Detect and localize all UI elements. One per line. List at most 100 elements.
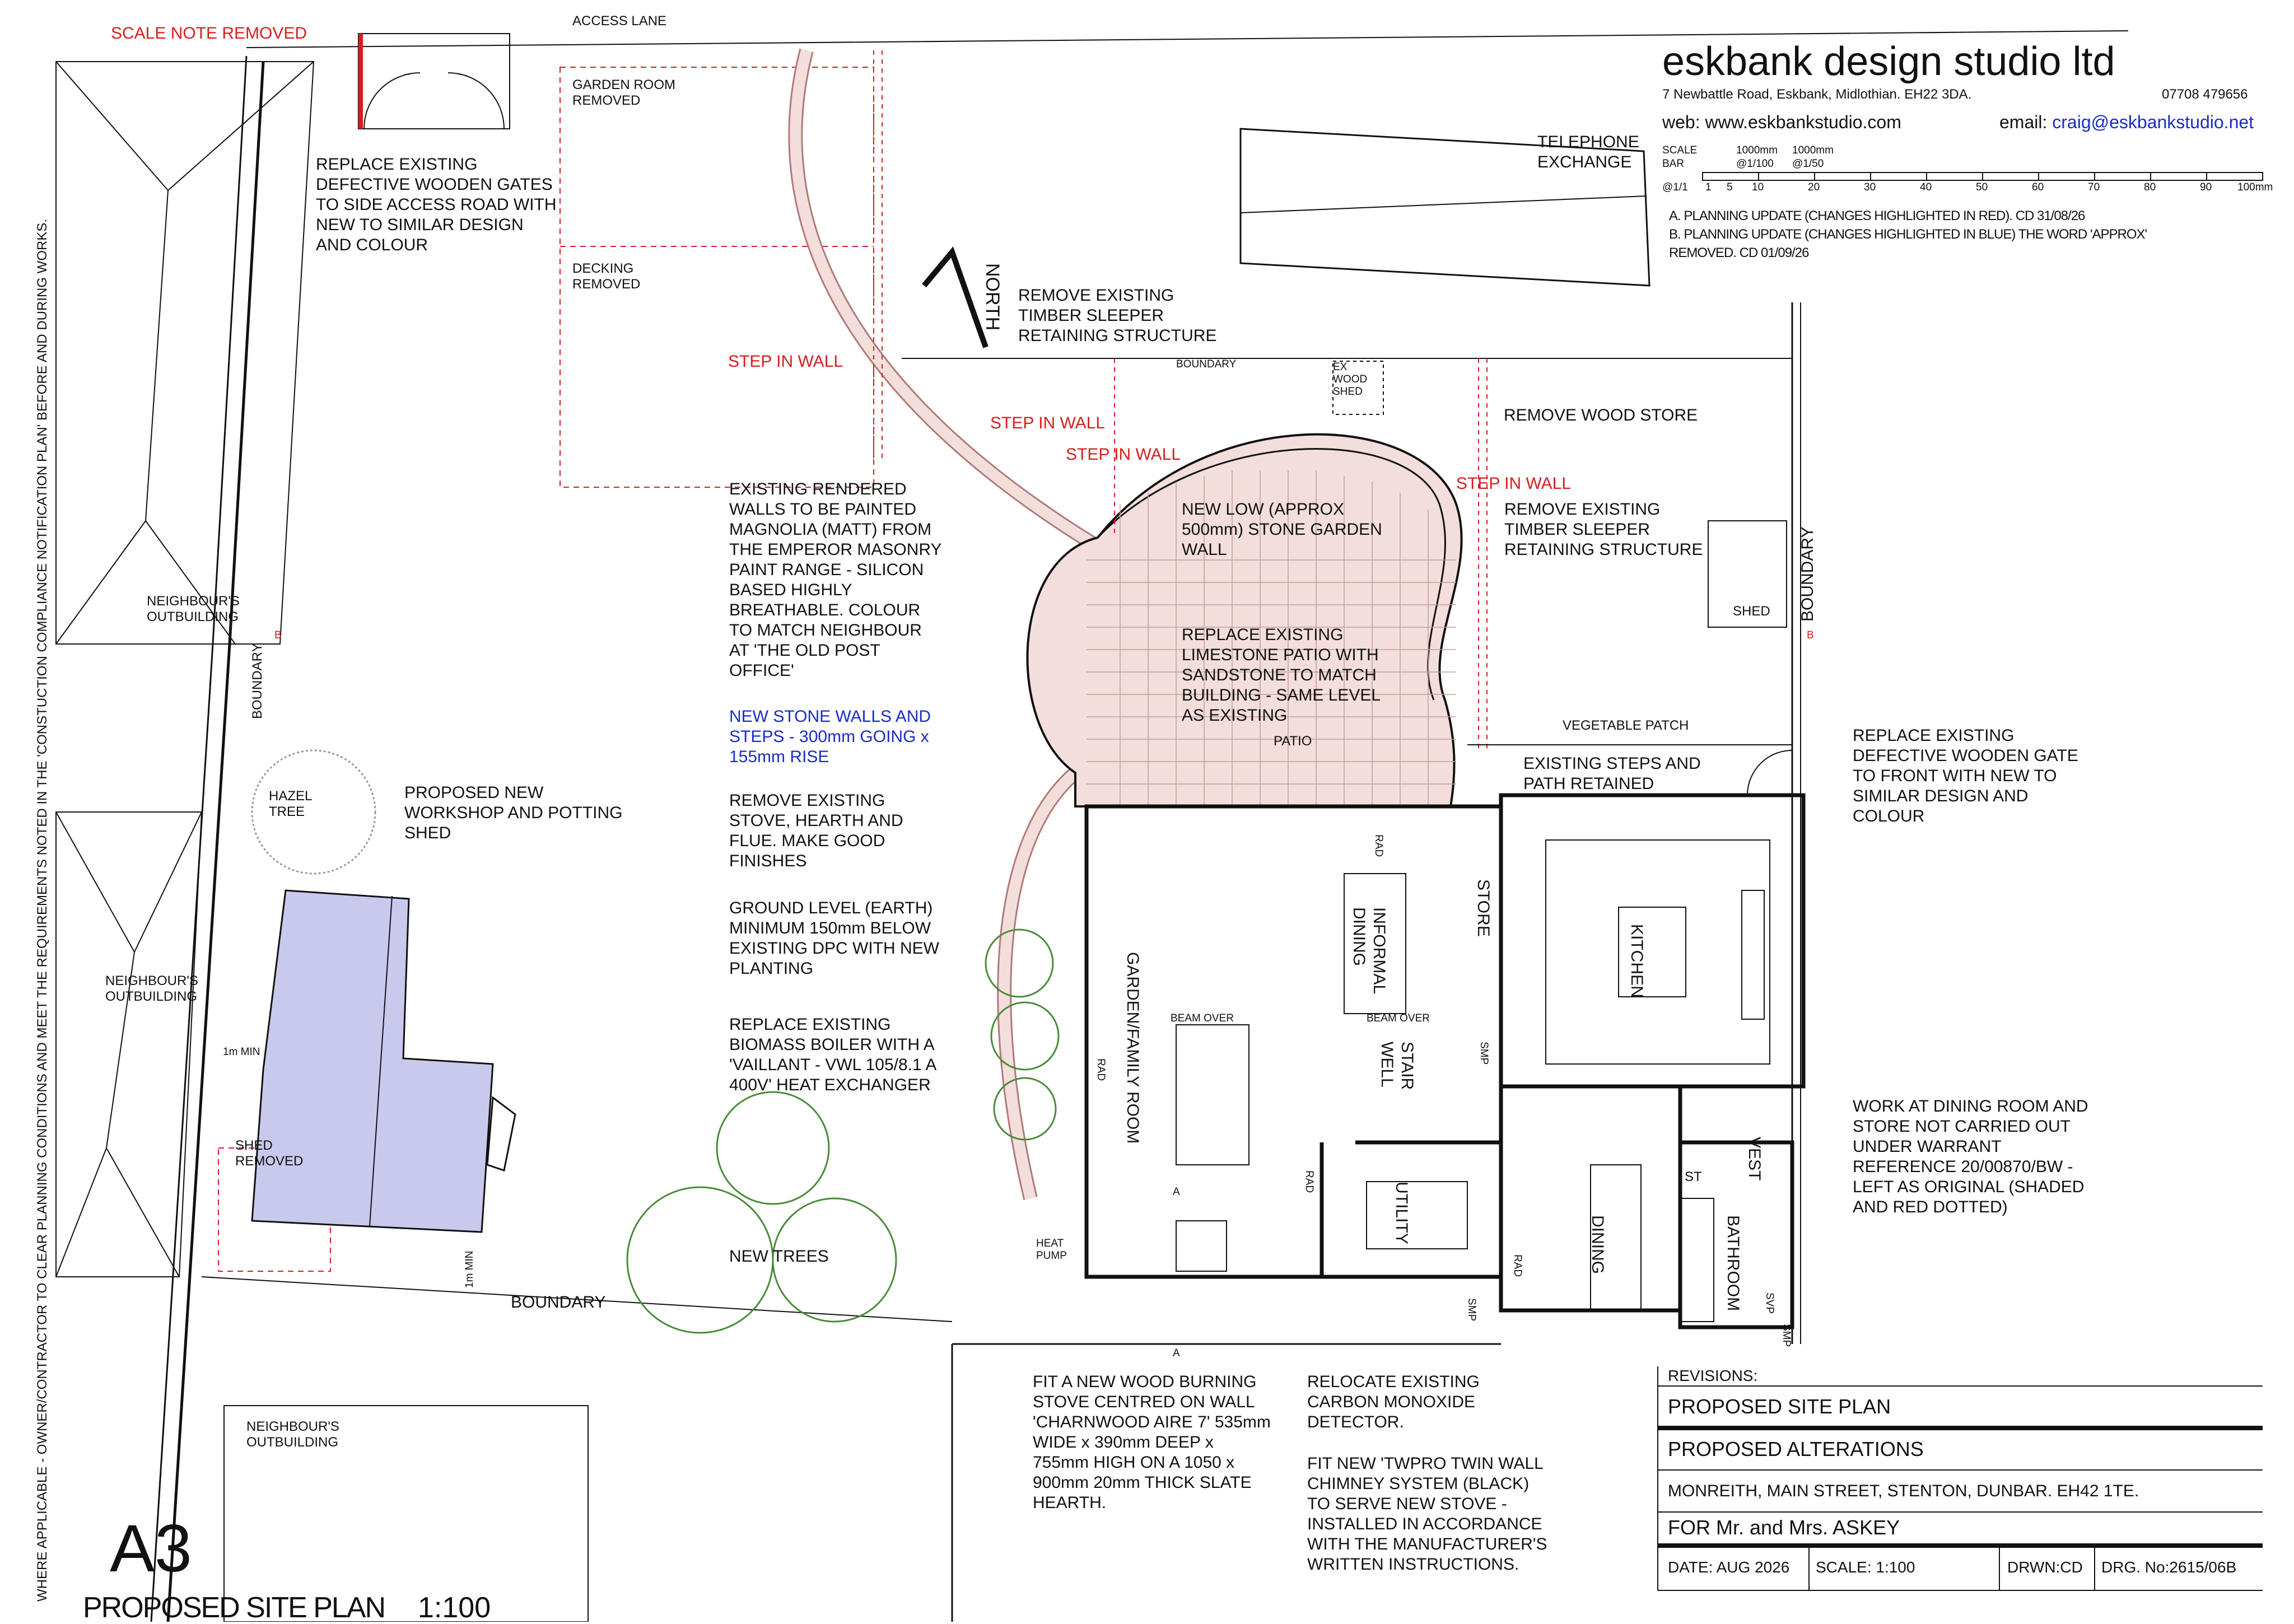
proposed-shed — [251, 889, 516, 1233]
title-block-drawing-title: PROPOSED SITE PLAN — [1668, 1395, 1891, 1418]
sheet-title: PROPOSED SITE PLAN — [83, 1592, 386, 1624]
scale-at-100: @1/100 — [1736, 158, 1774, 170]
step-in-wall-label: STEP IN WALL — [1456, 474, 1572, 493]
sheet-scale: 1:100 — [418, 1592, 491, 1624]
title-block-lines — [1657, 1366, 2263, 1591]
scale-bar — [1702, 172, 2263, 181]
beam-over-label: BEAM OVER — [1367, 1012, 1430, 1024]
note-remove-sleeper-right: REMOVE EXISTING TIMBER SLEEPER RETAINING… — [1504, 500, 1703, 559]
title-block-project: PROPOSED ALTERATIONS — [1668, 1438, 1924, 1460]
note-replace-patio: REPLACE EXISTING LIMESTONE PATIO WITH SA… — [1182, 626, 1381, 725]
boundary-right-label: BOUNDARY — [1798, 526, 1817, 622]
room-kitchen: KITCHEN — [1628, 924, 1646, 998]
scale-at-50: @1/50 — [1792, 158, 1824, 170]
step-in-wall-label: STEP IN WALL — [728, 352, 843, 371]
bar-label: BAR — [1662, 158, 1685, 170]
note-proposed-shed: PROPOSED NEW WORKSHOP AND POTTING SHED — [404, 783, 623, 842]
hazel-tree-label: HAZEL TREE — [269, 788, 313, 819]
curved-garden-walls — [788, 48, 1124, 1200]
room-garden-family: GARDEN/FAMILY ROOM — [1123, 952, 1142, 1144]
section-marker-b: B — [274, 629, 282, 641]
decking-removed: DECKING REMOVED — [572, 261, 641, 292]
right-garden — [1332, 361, 1793, 796]
note-replace-gates: REPLACE EXISTING DEFECTIVE WOODEN GATES … — [316, 155, 557, 254]
note-ground-level: GROUND LEVEL (EARTH) MINIMUM 150mm BELOW… — [729, 899, 939, 978]
note-replace-front-gate: REPLACE EXISTING DEFECTIVE WOODEN GATE T… — [1853, 726, 2078, 825]
radiator-label: RAD — [1512, 1254, 1523, 1277]
note-remove-stove: REMOVE EXISTING STOVE, HEARTH AND FLUE. … — [729, 791, 903, 870]
step-in-wall-label: STEP IN WALL — [1066, 445, 1181, 464]
access-lane-label: ACCESS LANE — [572, 13, 667, 29]
smp-label: SMP — [1478, 1042, 1490, 1065]
heat-pump-label: HEAT PUMP — [1036, 1238, 1067, 1262]
room-store: STORE — [1474, 879, 1493, 937]
scale-tick: 5 — [1727, 181, 1733, 193]
step-markers — [873, 50, 1488, 750]
scale-tick: 90 — [2200, 181, 2212, 193]
svp-label: SVP — [1764, 1292, 1775, 1314]
title-block-drawn: DRWN:CD — [2007, 1558, 2083, 1576]
note-fit-stove: FIT A NEW WOOD BURNING STOVE CENTRED ON … — [1033, 1373, 1271, 1512]
new-trees-label: NEW TREES — [729, 1247, 829, 1266]
note-fit-chimney: FIT NEW 'TWPRO TWIN WALL CHIMNEY SYSTEM … — [1307, 1454, 1547, 1574]
scale-tick: 80 — [2144, 181, 2156, 193]
email-label: email: — [1999, 112, 2053, 132]
title-block-drawing-no: DRG. No:2615/06B — [2101, 1558, 2237, 1576]
neighbour-outbuilding-label: NEIGHBOUR'S OUTBUILDING — [246, 1419, 339, 1450]
radiator-label: RAD — [1373, 834, 1384, 857]
one-m-min-label: 1m MIN — [464, 1250, 475, 1289]
scale-tick: 60 — [2032, 181, 2044, 193]
smp-label: SMP — [1780, 1324, 1792, 1347]
vegetable-patch-label: VEGETABLE PATCH — [1563, 718, 1689, 733]
ex-wood-shed-label: EX WOOD SHED — [1333, 361, 1368, 398]
scale-tick: 40 — [1920, 181, 1932, 193]
house-outline — [1084, 793, 1806, 1329]
note-remove-wood-store: REMOVE WOOD STORE — [1504, 406, 1698, 424]
room-bathroom: BATHROOM — [1724, 1215, 1742, 1312]
neighbour-outbuilding-label: NEIGHBOUR'S OUTBUILDING — [105, 973, 198, 1004]
room-utility: UTILITY — [1392, 1182, 1411, 1244]
smp-label: SMP — [1466, 1298, 1477, 1322]
scale-label: SCALE — [1662, 144, 1698, 156]
note-work-dining: WORK AT DINING ROOM AND STORE NOT CARRIE… — [1853, 1097, 2088, 1216]
scale-at-1: @1/1 — [1662, 181, 1688, 193]
garden-room-removed: GARDEN ROOM REMOVED — [572, 77, 676, 108]
house-interior — [1176, 839, 1770, 1322]
company-phone: 07708 479656 — [2162, 87, 2248, 102]
section-marker-b: B — [1807, 629, 1814, 641]
north-arrow — [922, 246, 989, 348]
section-marker-a: A — [1173, 1186, 1180, 1198]
scale-tick: 70 — [2088, 181, 2100, 193]
title-block-scale: SCALE: 1:100 — [1816, 1558, 1915, 1576]
scale-tick: 30 — [1864, 181, 1876, 193]
note-new-stone-walls: NEW STONE WALLS AND STEPS - 300mm GOING … — [729, 707, 931, 766]
right-shed-label: SHED — [1733, 604, 1770, 619]
step-in-wall-label: STEP IN WALL — [990, 414, 1106, 432]
title-block-address: MONREITH, MAIN STREET, STENTON, DUNBAR. … — [1668, 1482, 2139, 1500]
revision-note-a: A. PLANNING UPDATE (CHANGES HIGHLIGHTED … — [1669, 208, 2085, 223]
north-label: NORTH — [982, 263, 1003, 331]
boundary-bottom-label: BOUNDARY — [511, 1293, 606, 1312]
section-marker-a: A — [1173, 1347, 1180, 1359]
room-dining: DINING — [1588, 1215, 1607, 1274]
patio-label: PATIO — [1274, 734, 1312, 749]
beam-over-label: BEAM OVER — [1171, 1012, 1234, 1024]
telephone-exchange — [1239, 128, 1650, 287]
company-address: 7 Newbattle Road, Eskbank, Midlothian. E… — [1662, 87, 1972, 102]
patio — [1026, 433, 1463, 808]
room-informal-dining: INFORMAL DINING — [1350, 907, 1388, 995]
note-rendered-walls: EXISTING RENDERED WALLS TO BE PAINTED MA… — [729, 480, 942, 680]
email-link[interactable]: craig@eskbankstudio.net — [2052, 112, 2254, 132]
note-relocate-co: RELOCATE EXISTING CARBON MONOXIDE DETECT… — [1307, 1373, 1480, 1431]
company-email-row: email: craig@eskbankstudio.net — [1999, 112, 2254, 132]
scale-tick: 100mm — [2237, 181, 2273, 193]
shed-removed-label: SHED REMOVED — [235, 1138, 304, 1169]
company-name: eskbank design studio ltd — [1662, 39, 2115, 84]
note-new-low-wall: NEW LOW (APPROX 500mm) STONE GARDEN WALL — [1182, 500, 1382, 559]
revision-note-b-cont: REMOVED. CD 01/09/26 — [1669, 245, 1809, 260]
scale-unit-1: 1000mm — [1736, 144, 1778, 156]
title-block-client: FOR Mr. and Mrs. ASKEY — [1668, 1516, 1900, 1539]
revision-note-b: B. PLANNING UPDATE (CHANGES HIGHLIGHTED … — [1669, 227, 2147, 242]
neighbour-buildings — [55, 61, 589, 1622]
